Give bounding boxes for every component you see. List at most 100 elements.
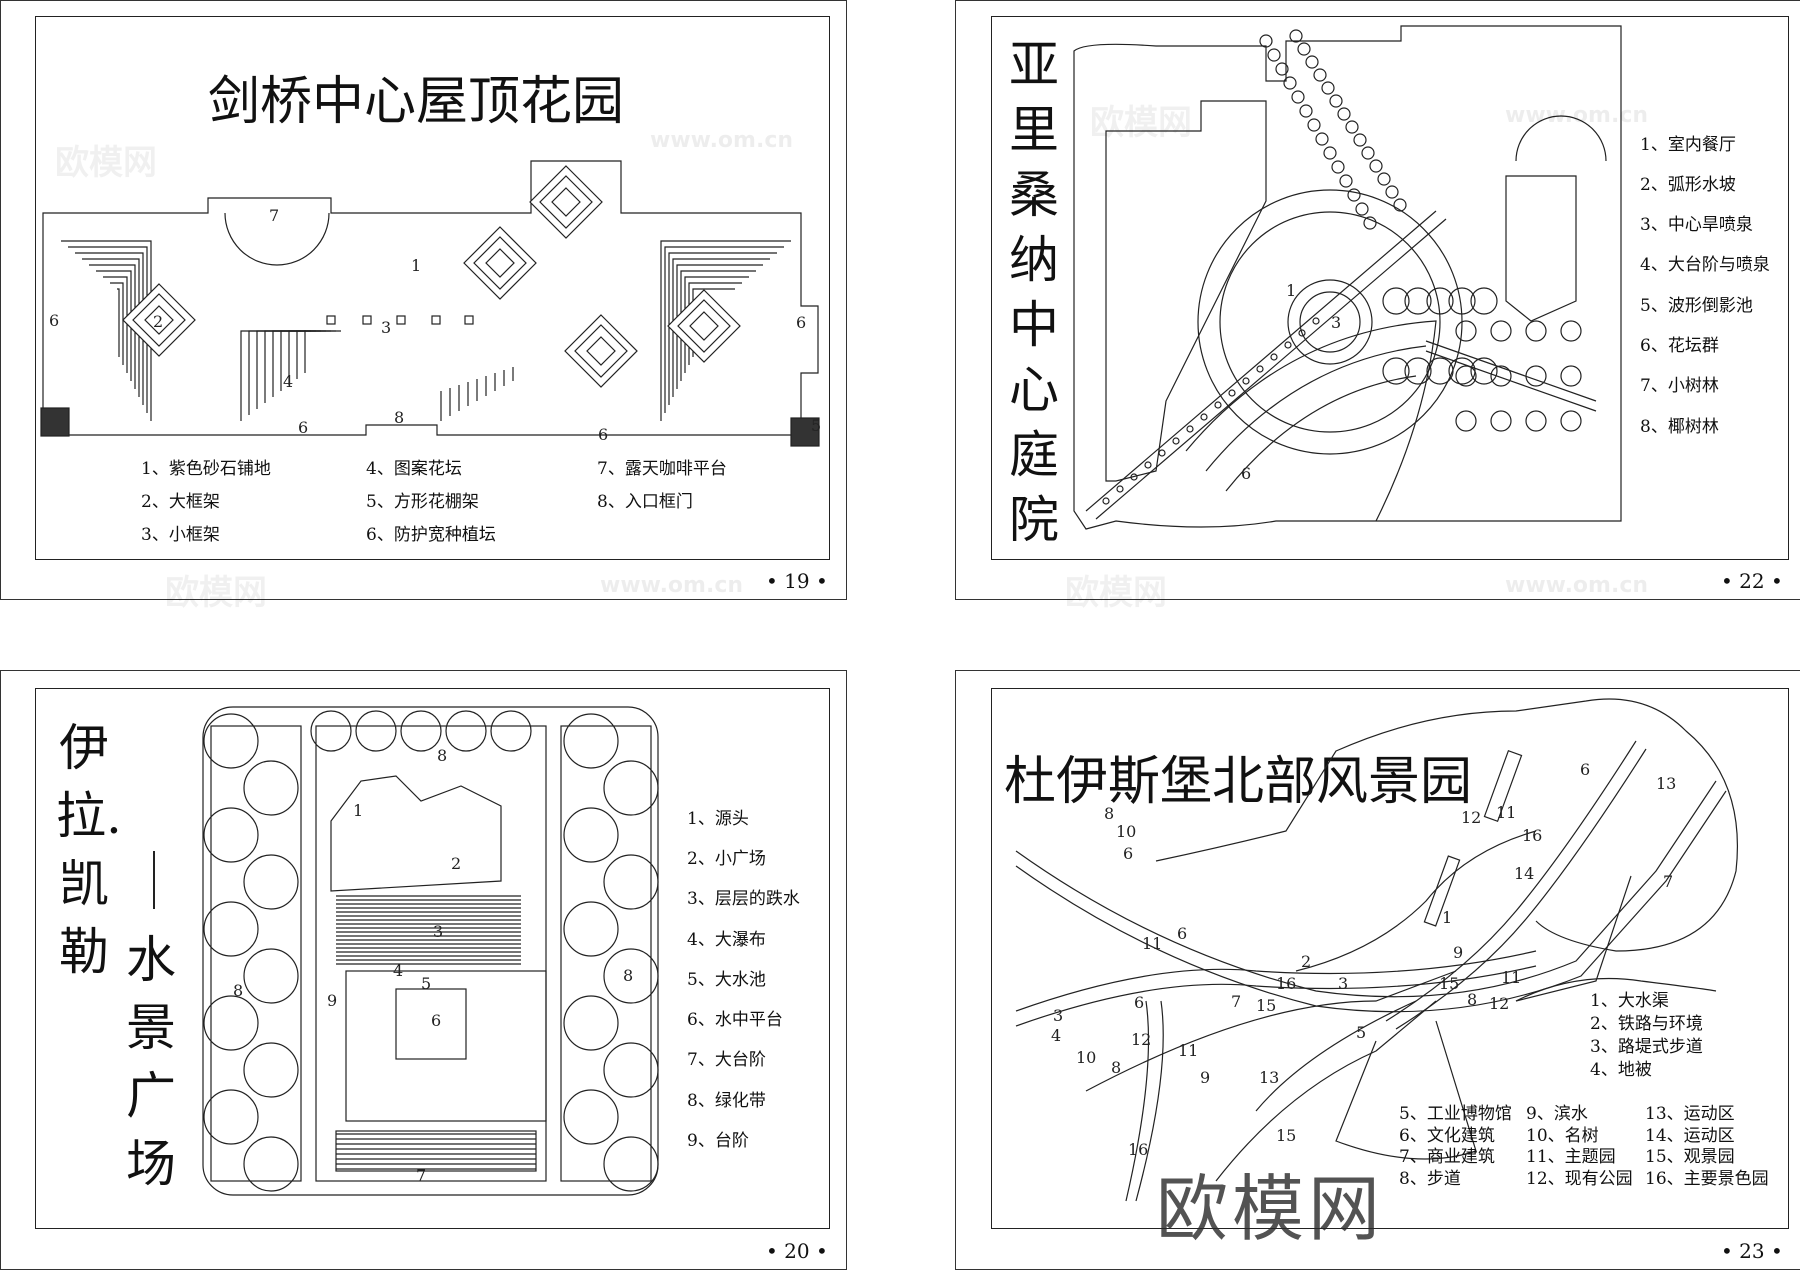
legend-item: 3、小框架 <box>141 525 220 545</box>
palm-tree <box>1172 437 1180 445</box>
plan-label: 8 <box>233 981 243 1000</box>
tree <box>1385 185 1399 199</box>
plan-label: 5 <box>811 416 821 435</box>
tree <box>1404 287 1432 315</box>
legend-item: 5、工业博物馆 <box>1399 1104 1512 1124</box>
tree <box>1329 94 1343 108</box>
paving-pattern <box>75 252 144 405</box>
plaza <box>315 725 547 1182</box>
tree <box>1393 198 1407 212</box>
tree-canopy <box>563 807 619 863</box>
tree-canopy <box>563 901 619 957</box>
paving-pattern <box>668 252 777 405</box>
legend-item: 4、大台阶与喷泉 <box>1640 255 1770 275</box>
tree <box>1369 159 1383 173</box>
road <box>1135 1000 1164 1202</box>
legend-item: 4、大瀑布 <box>687 930 766 950</box>
tree <box>1291 90 1305 104</box>
legend-item: 13、运动区 <box>1645 1104 1735 1124</box>
legend-item: 5、波形倒影池 <box>1640 296 1753 316</box>
tree <box>1455 365 1477 387</box>
palm-tree <box>1186 425 1194 433</box>
plan-label: 6 <box>796 313 806 332</box>
plan-label: 4 <box>1051 1026 1061 1045</box>
plan-label: 6 <box>298 418 308 437</box>
plan-label: 8 <box>623 966 633 985</box>
legend-item: 2、大框架 <box>141 492 220 512</box>
planter-grid <box>40 407 70 437</box>
tree <box>1490 410 1512 432</box>
rail-yard <box>1483 749 1523 823</box>
paving-pattern <box>296 330 336 379</box>
fountain <box>1299 291 1361 353</box>
plan-label: 5 <box>421 974 431 993</box>
plan-label: 11 <box>1178 1041 1198 1060</box>
rail-yard <box>1423 855 1461 927</box>
plan-label: 6 <box>1134 993 1144 1012</box>
slide-subtitle: 水 景 广 场 <box>123 926 179 1198</box>
title-char: 水 <box>126 931 176 989</box>
legend-item: 2、弧形水坡 <box>1640 175 1736 195</box>
park-boundary <box>1155 698 1739 952</box>
tree <box>1560 320 1582 342</box>
flower-bed <box>144 305 174 335</box>
plan-label: 8 <box>394 408 404 427</box>
tree <box>1525 365 1547 387</box>
tree <box>1259 34 1273 48</box>
site-outline <box>202 706 659 1196</box>
tree <box>1355 202 1369 216</box>
page-number: • 19 • <box>766 569 828 593</box>
plan-label: 9 <box>327 991 337 1010</box>
title-char: 庭 <box>1009 426 1059 484</box>
plan-label: 3 <box>1338 974 1348 993</box>
paving-pattern <box>304 330 341 373</box>
title-char: 心 <box>1009 361 1059 419</box>
plan-label: 2 <box>451 854 461 873</box>
palm-tree <box>1298 329 1306 337</box>
palm-tree <box>1144 461 1152 469</box>
tree <box>1313 68 1327 82</box>
tree <box>1470 287 1498 315</box>
tree <box>1331 160 1345 174</box>
tree <box>1455 320 1477 342</box>
tree <box>1448 287 1476 315</box>
legend-item: 6、文化建筑 <box>1399 1126 1495 1146</box>
title-char: 拉. <box>56 787 122 845</box>
tree-canopy <box>563 1089 619 1145</box>
canal <box>1385 740 1637 1022</box>
railway <box>1015 780 1717 998</box>
legend-item: 3、层层的跌水 <box>687 889 800 909</box>
plan-label: 11 <box>1501 968 1521 987</box>
legend-item: 4、图案花坛 <box>366 459 462 479</box>
plan-label: 9 <box>1453 943 1463 962</box>
legend-item: 2、小广场 <box>687 849 766 869</box>
legend-item: 9、滨水 <box>1526 1104 1588 1124</box>
plan-label: 3 <box>381 318 391 337</box>
palm-allee <box>1085 210 1437 512</box>
tree-canopy <box>563 995 619 1051</box>
arc-pavilion <box>1515 115 1607 162</box>
tree <box>1289 29 1303 43</box>
tree-canopy <box>563 713 619 769</box>
plan-label: 14 <box>1514 864 1534 883</box>
legend-item: 3、路堤式步道 <box>1590 1037 1703 1057</box>
palm-tree <box>1130 473 1138 481</box>
legend-item: 7、露天咖啡平台 <box>597 459 727 479</box>
planter-grid <box>790 417 820 447</box>
path <box>1085 970 1457 1092</box>
tree <box>1323 146 1337 160</box>
plan-label: 2 <box>1301 952 1311 971</box>
tree <box>1353 133 1367 147</box>
green-belt <box>210 725 302 1182</box>
slide-frame <box>991 16 1789 560</box>
plan-label: 16 <box>1128 1140 1148 1159</box>
plan-label: 12 <box>1489 994 1509 1013</box>
tree <box>1455 410 1477 432</box>
path <box>1255 1000 1417 1112</box>
tree <box>1377 172 1391 186</box>
plan-label: 6 <box>1580 760 1590 779</box>
paving-pattern <box>68 246 148 413</box>
slide-title: 伊 拉. 凯 勒 <box>56 714 122 986</box>
plan-label: 11 <box>1142 934 1162 953</box>
